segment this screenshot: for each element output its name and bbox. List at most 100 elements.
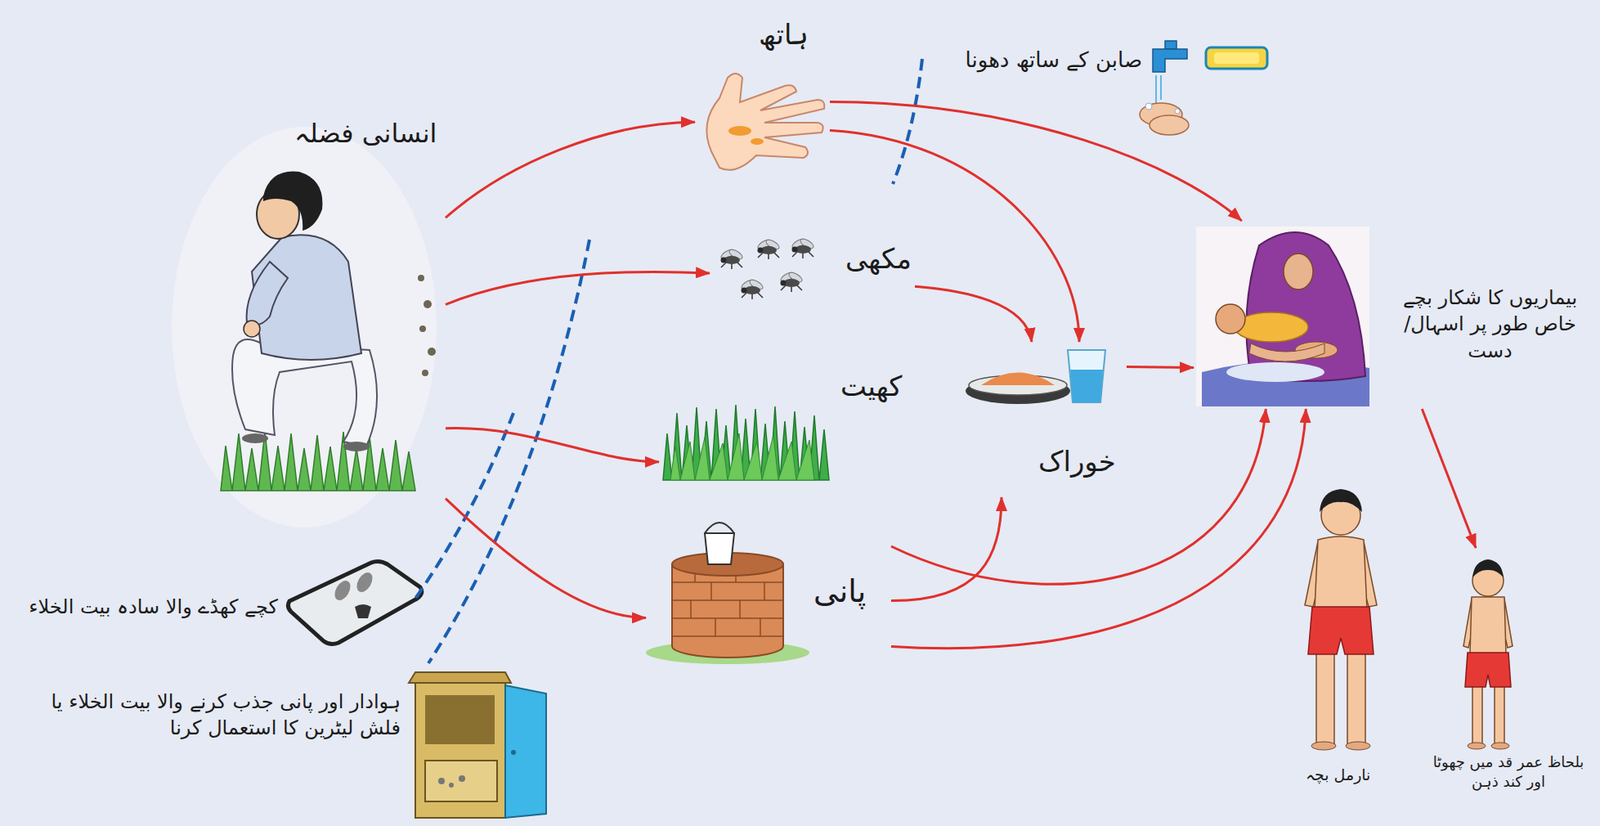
barrier-lines <box>428 239 590 664</box>
water-well <box>714 618 717 637</box>
transmission-arrow <box>445 428 659 462</box>
ventilated-latrine <box>458 775 466 782</box>
soap-handwash-icon <box>1205 47 1268 69</box>
picture-node: خوراک <box>963 341 1127 498</box>
soap-handwash-icon <box>1160 75 1162 100</box>
soap-handwash-icon <box>1145 103 1152 110</box>
ventilated-latrine <box>408 672 511 683</box>
picture-node: پانی <box>645 523 892 667</box>
squatting-man <box>419 325 426 332</box>
squatting-man <box>220 431 416 491</box>
squatting-man <box>246 261 288 326</box>
water-well <box>690 600 692 619</box>
barrier-label-box: صابن کے ساتھ دھونا <box>933 45 1143 75</box>
node-label: بیماریوں کا شکار بچے خاص طور پر اسہال/دس… <box>1389 284 1591 364</box>
flies <box>790 237 816 259</box>
squatting-man <box>421 369 429 377</box>
normal-child <box>1304 488 1377 750</box>
field-grass <box>670 433 815 480</box>
barrier-label-box: کچے کھڈے والا سادہ بیت الخلاء <box>4 593 278 620</box>
mother-and-sick-child <box>1196 226 1370 407</box>
water-well <box>704 522 735 534</box>
water-well <box>739 600 741 619</box>
node-label: ہاتھ <box>758 16 809 54</box>
stunted-child <box>1463 559 1513 749</box>
picture-node: کھیت <box>658 367 909 483</box>
picture-node: بیماریوں کا شکار بچے خاص طور پر اسہال/دس… <box>1193 220 1595 409</box>
squatting-man <box>417 274 425 282</box>
squatting-man <box>343 441 370 452</box>
mother-and-sick-child <box>1196 226 1370 407</box>
picture-node: ہاتھ <box>694 16 830 184</box>
water-well <box>710 582 713 601</box>
picture-node: انسانی فضلہ <box>175 114 446 528</box>
dirty-hand <box>728 125 752 136</box>
stunted-child <box>1494 685 1505 744</box>
barrier-lines <box>412 412 514 602</box>
soap-handwash-icon <box>1214 52 1260 64</box>
squatting-man <box>427 347 436 356</box>
transmission-arrow <box>1126 366 1194 368</box>
water-well <box>672 617 784 619</box>
node-label: مکھی <box>845 240 912 278</box>
ventilated-latrine <box>505 685 547 818</box>
soap-handwash-icon <box>1174 108 1180 114</box>
mother-and-sick-child <box>1249 343 1325 362</box>
mother-and-sick-child <box>1215 304 1246 334</box>
water-well <box>645 522 810 664</box>
squatting-man <box>263 171 323 231</box>
food-and-water-glass <box>965 349 1106 404</box>
stunted-child <box>1465 652 1511 687</box>
transmission-arrow <box>445 498 646 619</box>
pit-latrine-slab <box>287 560 422 644</box>
pit-latrine-slab <box>354 604 372 619</box>
flies <box>739 277 765 300</box>
food-and-water-glass <box>1070 369 1103 403</box>
flies <box>719 237 816 300</box>
transmission-arrow <box>829 102 1242 221</box>
soap-handwash-icon <box>1152 49 1188 72</box>
transmission-arrow <box>445 121 695 218</box>
water-well <box>672 635 784 637</box>
mother-and-sick-child <box>1283 253 1314 290</box>
transmission-arrow <box>829 129 1080 342</box>
pit-latrine-slab <box>287 560 422 644</box>
water-well <box>763 582 766 601</box>
soap-handwash-icon <box>1139 40 1268 135</box>
barrier-label: کچے کھڈے والا سادہ بیت الخلاء <box>4 593 278 620</box>
ventilated-latrine <box>448 782 454 788</box>
water-well <box>672 581 784 583</box>
flies <box>719 247 744 269</box>
stunted-child <box>1472 559 1504 578</box>
ventilated-latrine <box>438 777 445 785</box>
pit-latrine-slab <box>331 578 355 604</box>
picture-node: نارمل بچہ <box>1287 486 1403 814</box>
water-well <box>704 533 735 565</box>
ventilated-latrine <box>408 672 547 818</box>
food-and-water-glass <box>1067 349 1106 403</box>
picture-node: مکھی <box>709 237 915 311</box>
dirty-hand <box>750 138 764 145</box>
field-grass <box>663 404 830 480</box>
ventilated-latrine <box>425 760 498 802</box>
barrier-lines <box>892 58 923 184</box>
node-label: پانی <box>813 570 866 613</box>
picture-node: بلحاظ عمر قد میں چھوٹا اور کند ذہن <box>1422 547 1595 822</box>
barrier-label: ہوادار اور پانی جذب کرنے والا بیت الخلاء… <box>49 688 401 742</box>
normal-child <box>1319 488 1363 512</box>
node-label: کھیت <box>840 367 903 406</box>
transmission-arrow <box>445 271 710 305</box>
soap-handwash-icon <box>1149 115 1189 135</box>
ventilated-latrine <box>510 749 516 755</box>
transmission-arrow <box>891 408 1266 584</box>
transmission-arrow <box>914 286 1032 342</box>
transmission-arrow <box>1421 408 1476 548</box>
barrier-lines <box>412 58 923 664</box>
normal-child <box>1345 741 1371 750</box>
transmission-arrow <box>891 408 1306 649</box>
squatting-man <box>243 320 260 337</box>
dirty-hand <box>706 73 825 171</box>
normal-child <box>1314 536 1367 610</box>
barrier-label-box: ہوادار اور پانی جذب کرنے والا بیت الخلاء… <box>49 688 401 742</box>
